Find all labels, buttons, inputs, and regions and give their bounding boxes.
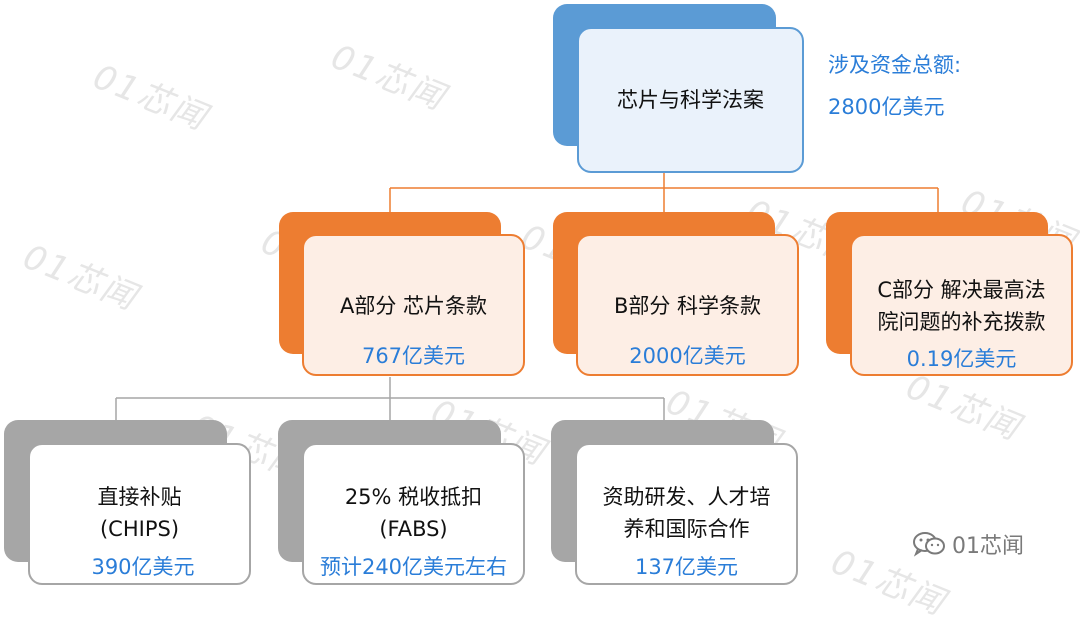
subpart-title-line: (CHIPS) (99, 517, 180, 541)
subpart-title-line: 25% 税收抵扣 (344, 485, 483, 509)
subpart-amount: 137亿美元 (634, 555, 739, 579)
subpart-amount: 390亿美元 (91, 555, 195, 579)
part-node-box: C部分 解决最高法 院问题的补充拨款 (850, 234, 1073, 376)
part-title: A部分 芯片条款 (339, 294, 488, 318)
part-node-box: A部分 芯片条款 (302, 234, 525, 376)
part-amount: 767亿美元 (361, 344, 466, 368)
part-amount: 2000亿美元 (629, 344, 746, 368)
subpart-title-line: 养和国际合作 (623, 517, 750, 541)
subpart-node-box: 直接补贴 (CHIPS) (28, 443, 251, 585)
brand-name: 01芯闻 (952, 534, 1024, 559)
part-title-line: 院问题的补充拨款 (877, 310, 1046, 334)
total-funding: 涉及资金总额: 2800亿美元 (828, 44, 961, 128)
subpart-title-line: (FABS) (379, 517, 448, 541)
brand-mark: 01芯闻 (912, 528, 1024, 560)
subpart-amount: 预计240亿美元左右 (319, 555, 508, 579)
subpart-node-box: 资助研发、人才培 养和国际合作 (575, 443, 798, 585)
part-title: B部分 科学条款 (613, 294, 762, 318)
root-node-box: 芯片与科学法案 (577, 27, 804, 173)
part-title-line: C部分 解决最高法 (877, 278, 1046, 302)
root-title: 芯片与科学法案 (617, 88, 764, 112)
part-node-box: B部分 科学条款 (576, 234, 799, 376)
part-amount: 0.19亿美元 (906, 347, 1017, 371)
total-funding-label: 涉及资金总额: (828, 53, 962, 77)
total-funding-value: 2800亿美元 (828, 95, 945, 119)
connectors (115, 170, 939, 443)
subpart-title-line: 资助研发、人才培 (602, 485, 771, 509)
subpart-node-box: 25% 税收抵扣 (FABS) (302, 443, 525, 585)
subpart-title-line: 直接补贴 (97, 485, 182, 509)
wechat-icon (913, 532, 945, 557)
